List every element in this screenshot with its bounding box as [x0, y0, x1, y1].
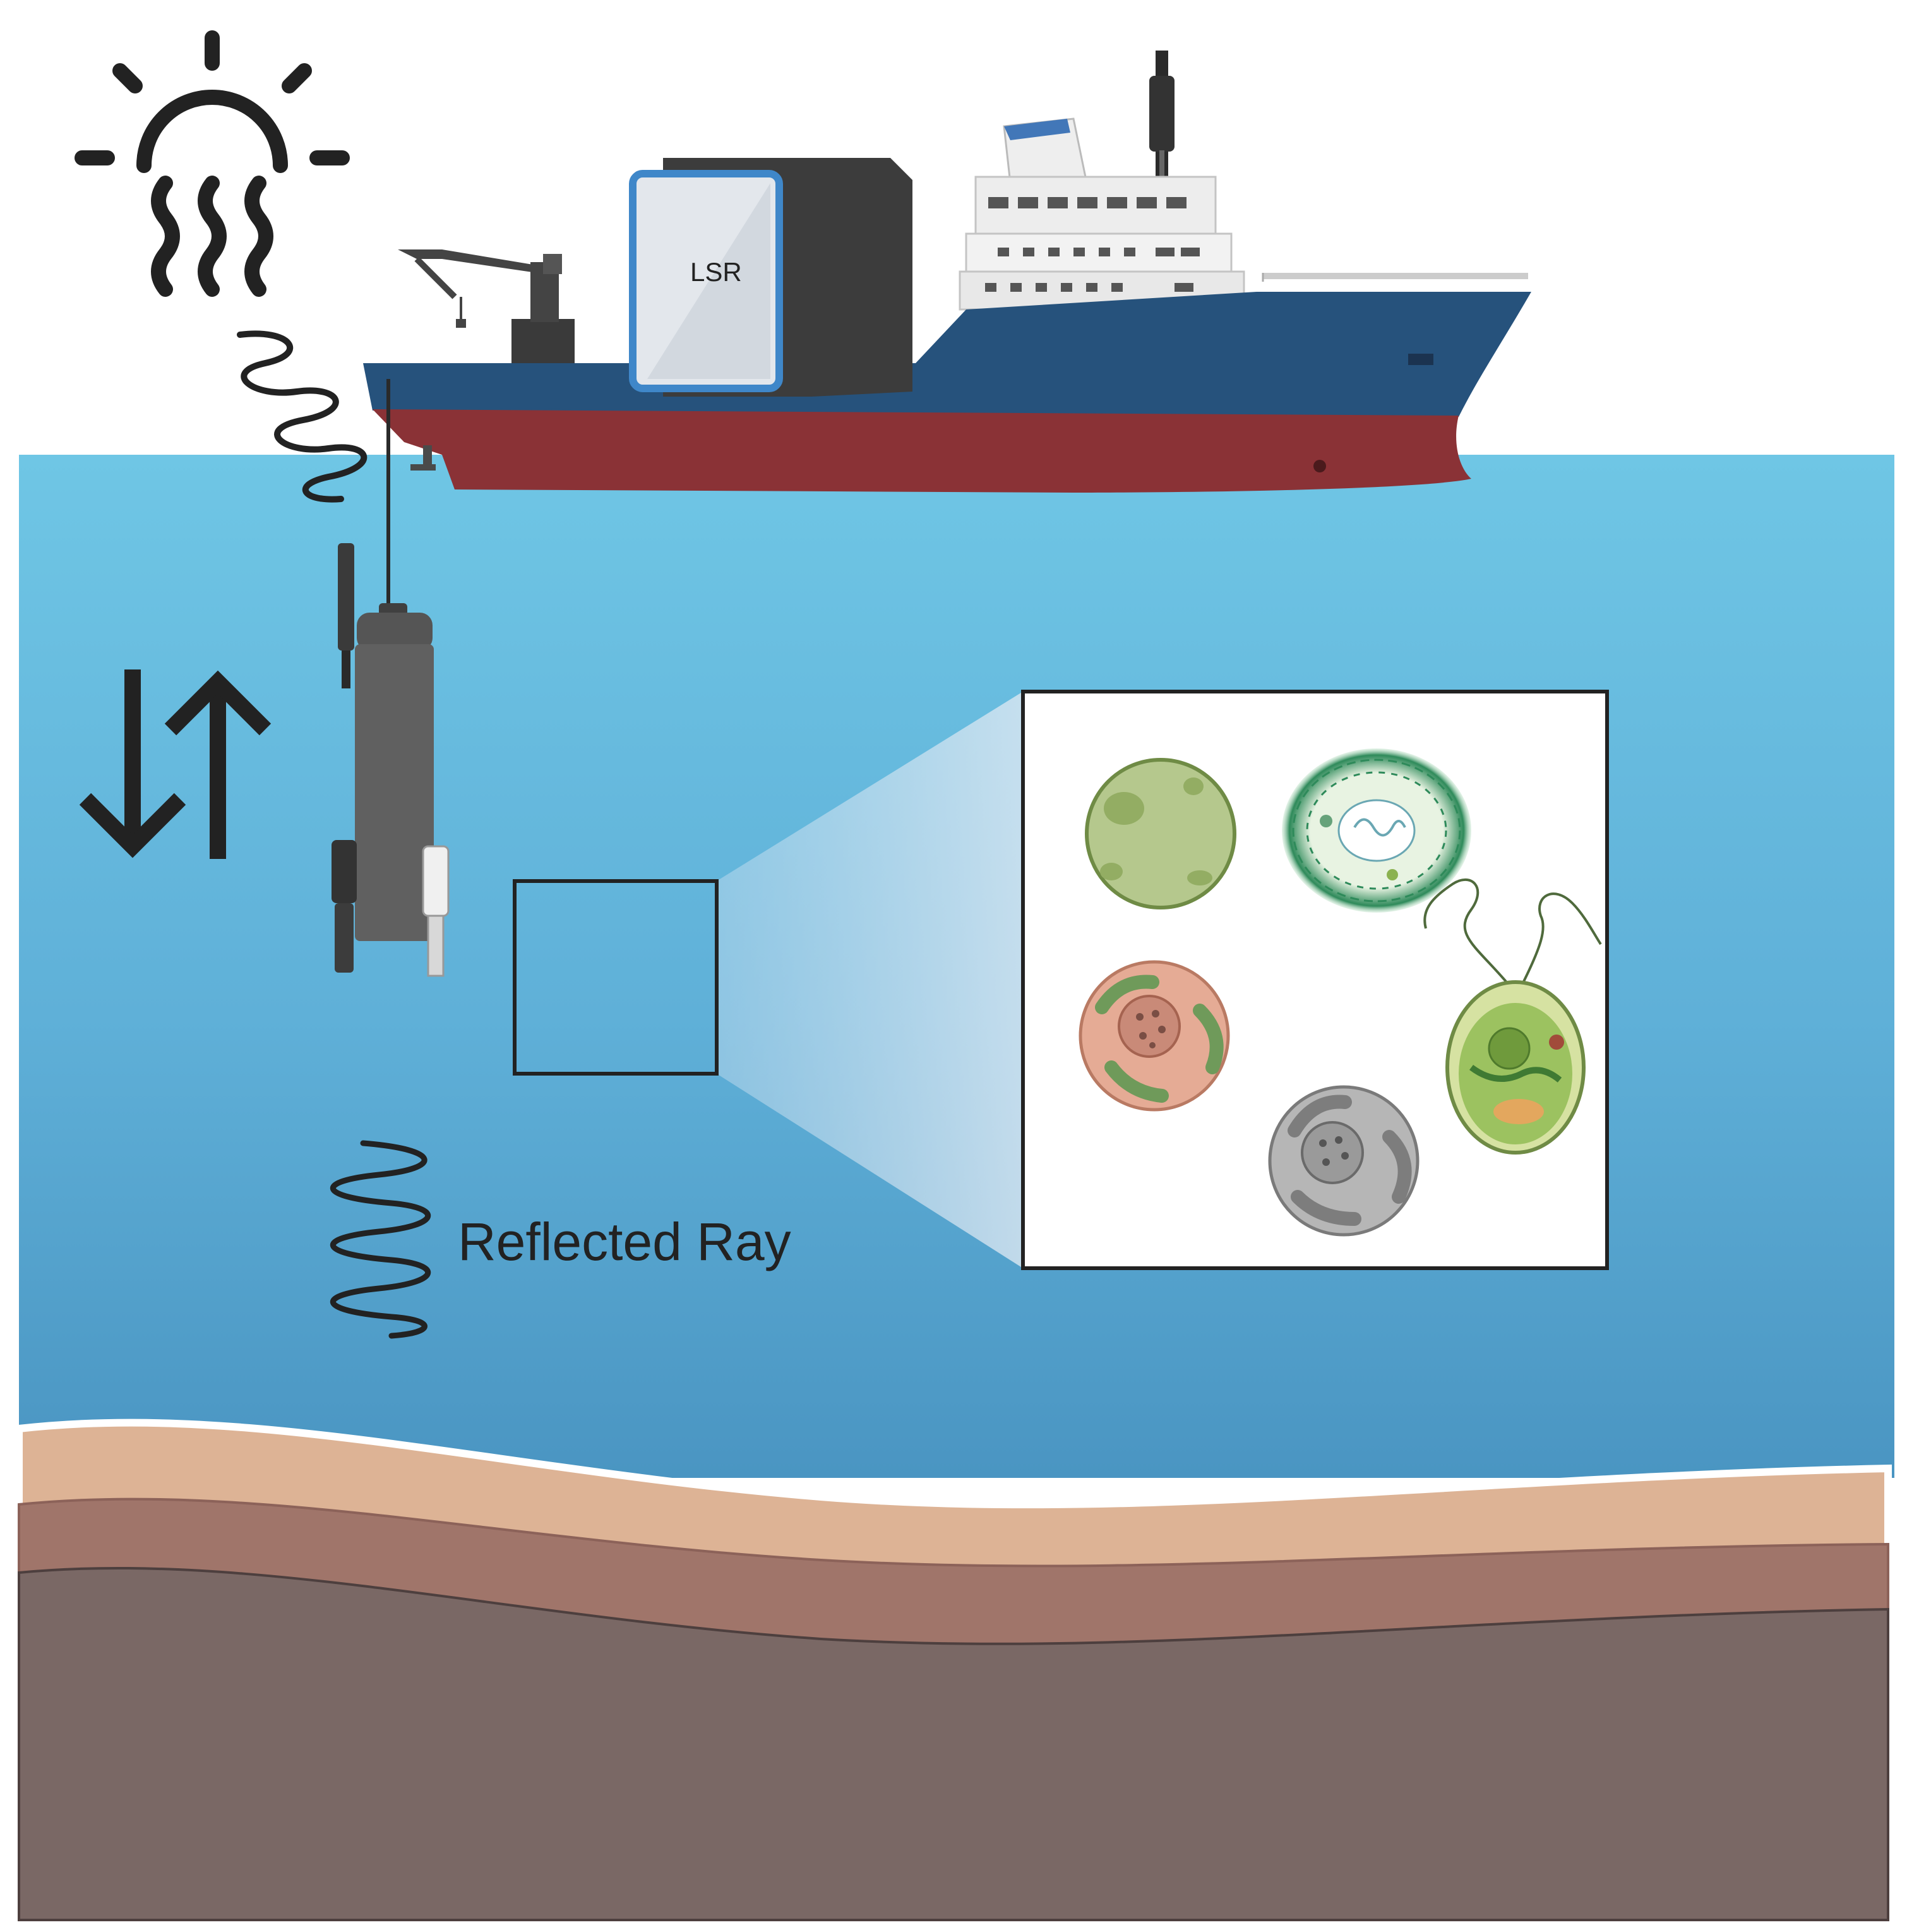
diatom-cell: [1282, 748, 1471, 913]
sediment-layer-deep: [18, 1566, 1889, 1921]
magnification-beam: [717, 692, 1023, 1268]
sun-icon: [75, 30, 350, 173]
wavy-ray-icon: [330, 1140, 431, 1339]
red-algae-cell: [1079, 960, 1230, 1112]
lsr-instrument: LSR: [629, 158, 912, 397]
green-algae-cell: [1085, 758, 1236, 909]
hull-lower: [373, 409, 1471, 493]
radiation-wave-icon: [151, 176, 273, 297]
up-down-arrows-icon: [79, 669, 272, 859]
sample-volume-box: [513, 879, 719, 1076]
wavy-ray-icon: [237, 330, 368, 503]
reflected-ray-label: Reflected Ray: [458, 1212, 791, 1271]
profiling-probe: [332, 543, 450, 977]
flagellate-cell: [1423, 878, 1602, 1155]
ship-superstructure: [959, 51, 1245, 311]
ship-crane: [398, 249, 575, 363]
sea-floor: [15, 1419, 1892, 1924]
lsr-label: LSR: [690, 257, 742, 287]
grey-cell: [1268, 1085, 1420, 1237]
